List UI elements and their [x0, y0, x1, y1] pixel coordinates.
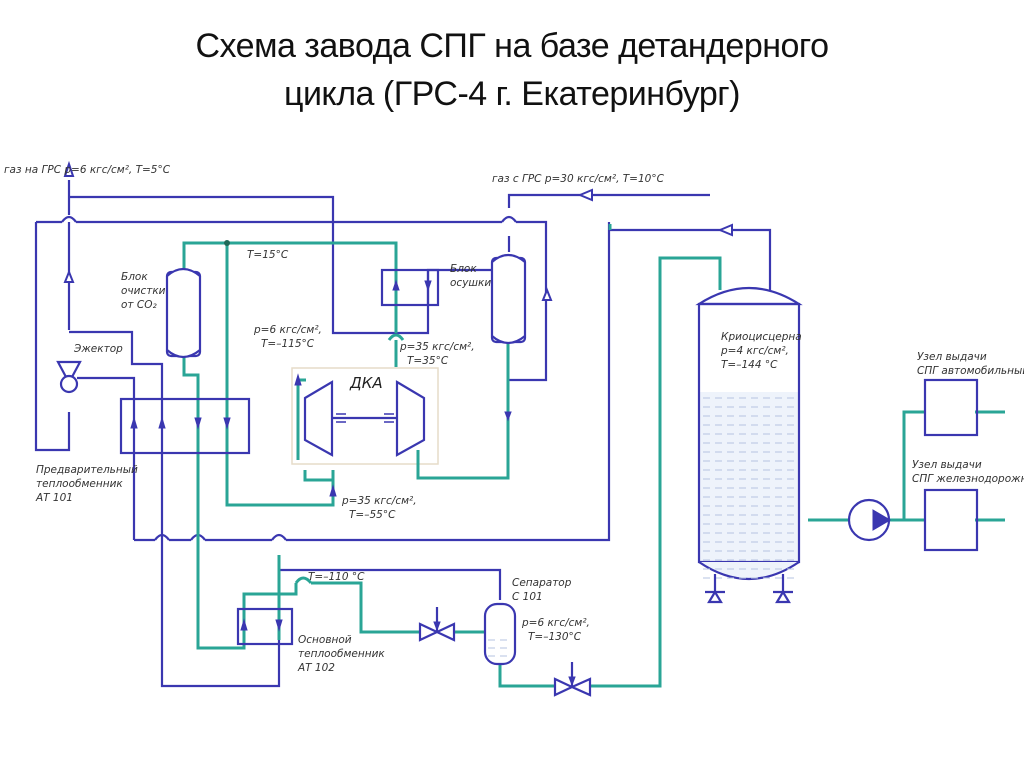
- pre-hx-label: Предварительный: [36, 464, 138, 476]
- drying-block: [380, 268, 440, 307]
- gas-return-line: [36, 220, 548, 382]
- p35-t35-label: T=35°С: [407, 355, 449, 367]
- arrow-down-icon: [194, 417, 202, 430]
- arrow-left-icon: [577, 188, 593, 202]
- arrow-up-icon: [63, 269, 75, 283]
- ejector-loop: [34, 222, 71, 452]
- gas-to-separator: [279, 568, 502, 600]
- main-hx-label: Основной: [298, 634, 352, 646]
- arrow-down-icon: [223, 417, 231, 430]
- control-valve-icon: [418, 607, 456, 642]
- gas-lower-loop: [160, 540, 281, 688]
- pre-hx-label: АТ 101: [35, 492, 73, 504]
- title-line-1: Схема завода СПГ на базе детандерного: [195, 27, 829, 65]
- drying-block-label: осушки: [450, 277, 491, 289]
- p35-t55-label: T=–55°С: [349, 509, 396, 521]
- ejector-icon: [56, 360, 82, 394]
- p6-t115-label: p=6 кгс/см²,: [253, 324, 322, 336]
- pre-heat-exchanger: [119, 397, 251, 455]
- lng-expander-out: [303, 470, 333, 482]
- main-hx-label: АТ 102: [297, 662, 335, 674]
- cryotank-label: T=–144 °С: [721, 359, 778, 371]
- drying-vessel: [490, 253, 527, 345]
- main-hx-label: теплообменник: [298, 648, 385, 660]
- arrow-down-icon: [424, 280, 432, 292]
- gas-bottom-header: [134, 222, 611, 542]
- pipe-crossover: [61, 215, 77, 223]
- gas-inlet-line: [507, 193, 710, 252]
- arrow-up-icon: [63, 160, 75, 177]
- arrow-up-icon: [541, 287, 553, 301]
- expander-compressor-unit: [303, 380, 426, 457]
- cryotank-vent-line: [609, 228, 772, 290]
- p35-t55-label: p=35 кгс/см²,: [341, 495, 417, 507]
- co2-block-label: Блок: [121, 271, 148, 283]
- p6-t130-label: T=–130°С: [528, 631, 582, 643]
- control-valve-icon: [553, 662, 592, 697]
- slide-title: Схема завода СПГ на базе детандерного ци…: [0, 22, 1024, 118]
- pipe-crossover: [387, 333, 405, 341]
- cryotank-label: p=4 кгс/см²,: [720, 345, 789, 357]
- arrow-up-icon: [130, 416, 138, 429]
- p6-t130-label: p=6 кгс/см²,: [521, 617, 590, 629]
- arrow-up-icon: [329, 484, 337, 497]
- rail-station-label: Узел выдачи: [912, 459, 982, 471]
- auto-station-label: Узел выдачи: [917, 351, 987, 363]
- gas-top-loop: [69, 195, 508, 335]
- separator-label: Сепаратор: [512, 577, 572, 589]
- cryotank-label: Криоцисцерна: [721, 331, 802, 343]
- separator-vessel: [483, 602, 517, 666]
- auto-dispensing-station: [923, 378, 979, 437]
- dka-frame: [291, 367, 439, 465]
- separator-label: С 101: [512, 591, 543, 603]
- lng-co2-down: [182, 356, 420, 650]
- lng-distribution: [890, 410, 1005, 522]
- p35-t35-label: p=35 кгс/см²,: [399, 341, 475, 353]
- p6-t115-label: T=–115°С: [261, 338, 315, 350]
- lng-pump-icon: [847, 498, 891, 542]
- pipe-crossover: [501, 215, 517, 223]
- t110-label: T=–110 °С: [308, 571, 365, 583]
- junction-dot: [224, 240, 230, 246]
- arrow-down-icon: [504, 411, 512, 422]
- rail-station-label: СПГ железнодорожный: [912, 473, 1024, 485]
- auto-station-label: СПГ автомобильный: [917, 365, 1024, 377]
- drying-block-label: Блок: [450, 263, 477, 275]
- flow-arrows: [63, 160, 733, 632]
- gas-outlet-label: газ на ГРС p=6 кгс/см², T=5°С: [4, 164, 171, 176]
- arrow-down-icon: [275, 619, 283, 632]
- rail-dispensing-station: [923, 488, 979, 552]
- pipe-crossover: [294, 576, 313, 584]
- lng-compressor-out: [416, 340, 510, 480]
- arrow-up-icon: [294, 373, 302, 386]
- co2-purification-vessel: [165, 267, 202, 359]
- lng-to-cryotank: [498, 256, 722, 688]
- pre-hx-label: теплообменник: [36, 478, 123, 490]
- ejector-side-line: [77, 376, 136, 540]
- lng-co2-top: [182, 241, 398, 305]
- lng-lines: [182, 224, 1005, 688]
- ejector-label: Эжектор: [73, 343, 123, 355]
- ejector-to-hx: [69, 330, 164, 540]
- co2-block-label: очистки: [121, 285, 166, 297]
- co2-block-label: от CO₂: [121, 299, 157, 311]
- dka-label: ДКА: [349, 374, 383, 392]
- title-line-2: цикла (ГРС-4 г. Екатеринбург): [283, 75, 741, 113]
- arrow-up-icon: [392, 279, 400, 291]
- arrow-left-icon: [717, 223, 733, 237]
- lng-t15-branch: [225, 243, 335, 507]
- arrow-up-icon: [240, 618, 248, 631]
- arrow-up-icon: [158, 416, 166, 429]
- cryotank: [695, 287, 803, 604]
- gas-inlet-label: газ с ГРС p=30 кгс/см², T=10°С: [492, 173, 665, 185]
- main-heat-exchanger: [236, 607, 294, 646]
- t15-label: T=15°С: [247, 249, 289, 261]
